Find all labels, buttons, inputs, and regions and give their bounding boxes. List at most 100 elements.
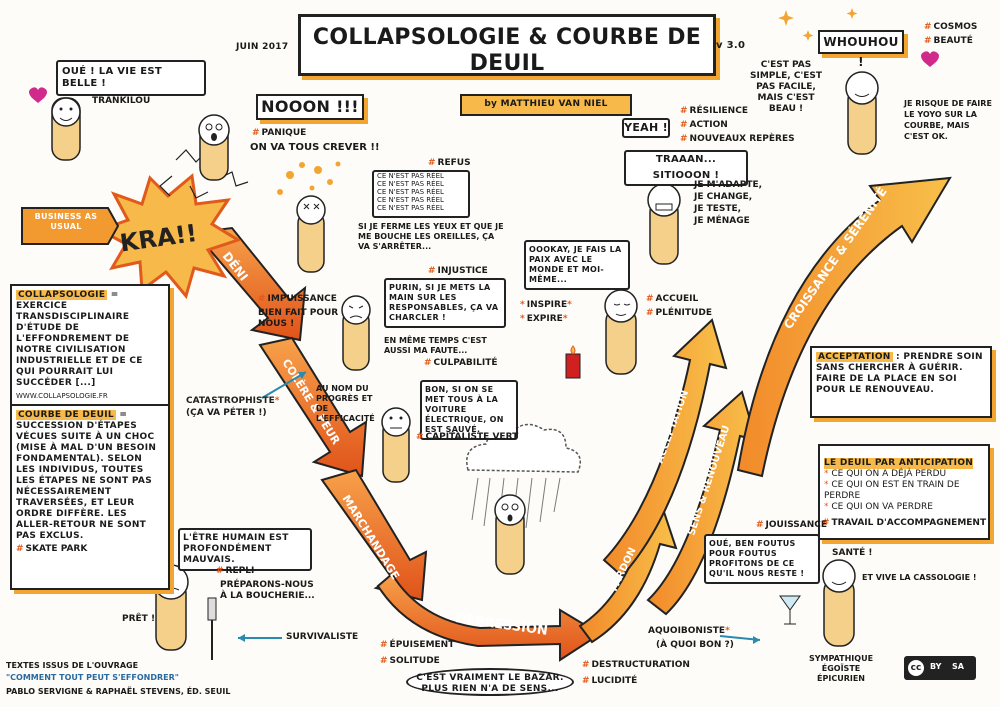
arrow-survivaliste-icon [238, 634, 282, 642]
anticipation-item-3-text: CE QUI ON VA PERDRE [831, 502, 933, 512]
tag-jouissance: #JOUISSANCE [756, 520, 828, 530]
tag-culpabilite-text: CULPABILITÉ [433, 358, 498, 368]
collapsologie-term: COLLAPSOLOGIE [16, 290, 108, 300]
arrow-aquoiboniste-icon [719, 635, 761, 644]
progres-text: AU NOM DU PROGRÈS ET DE L'EFFICACITÉ [316, 384, 375, 423]
anticipation-item-3: * CE QUI ON VA PERDRE [824, 502, 933, 512]
tag-aquoiboniste-text: AQUOIBONISTE [648, 626, 726, 636]
figure-injustice [341, 295, 371, 371]
heart-icon [29, 87, 47, 103]
business-arrow [21, 207, 120, 245]
injustice-line: EN MÊME TEMPS C'EST AUSSI MA FAUTE... [384, 336, 487, 355]
tag-lucidite-text: LUCIDITÉ [591, 676, 638, 686]
tag-accompagnement: #TRAVAIL D'ACCOMPAGNEMENT [822, 518, 987, 528]
figure-yeah [647, 183, 681, 265]
catastrophiste-text: (ÇA VA PÉTER !) [186, 408, 267, 418]
figure-capitaliste [381, 407, 411, 483]
figure-sympathique [822, 559, 856, 647]
adapt-line-3: JE TESTE, [694, 204, 742, 214]
cc-icon: cc [908, 660, 924, 676]
sante-text: SANTÉ ! [832, 548, 873, 558]
tag-cosmos: #COSMOS [924, 22, 978, 32]
refus-line-4: CE N'EST PAS RÉEL [377, 196, 444, 204]
acceptation-text: : PRENDRE SOIN SANS CHERCHER À GUÉRIR. F… [816, 352, 983, 395]
tag-culpabilite: #CULPABILITÉ [424, 358, 498, 368]
tag-solitude-text: SOLITUDE [389, 656, 440, 666]
courbe-text: = SUCCESSION D'ÉTAPES VÉCUES SUITE À UN … [16, 410, 157, 541]
tag-plenitude: #PLÉNITUDE [646, 308, 712, 318]
tag-cosmos-text: COSMOS [933, 22, 978, 32]
tag-panique: #PANIQUE [252, 128, 307, 138]
credits-line-1: TEXTES ISSUS DE L'OUVRAGE [6, 661, 139, 670]
bubble-profitons: OUÉ, BEN FOUTUS POUR FOUTUS PROFITONS DE… [704, 534, 820, 584]
bubble-bazar: C'EST VRAIMENT LE BAZAR. PLUS RIEN N'A D… [406, 668, 574, 696]
credits-line-2: "COMMENT TOUT PEUT S'EFFONDRER" [6, 673, 179, 682]
refus-line-3: CE N'EST PAS RÉEL [377, 188, 444, 196]
cocktail-icon [779, 595, 801, 625]
adapt-line-1: JE M'ADAPTE, [694, 180, 763, 190]
bubble-nooon: NOOON !!! [256, 94, 364, 120]
tag-destructuration: #DESTRUCTURATION [582, 660, 690, 670]
tag-solitude: #SOLITUDE [380, 656, 440, 666]
acceptation-term: ACCEPTATION [816, 352, 893, 362]
arrow-croissance [736, 176, 952, 478]
tag-capitaliste: #CAPITALISTE VERT [416, 432, 519, 442]
anticipation-item-2: * CE QUI ON EST EN TRAIN DE PERDRE [824, 480, 960, 501]
kraa-explosion: KRA!! [96, 173, 242, 300]
anticipation-item-1-text: CE QUI ON A DÉJÀ PERDU [831, 469, 947, 479]
tag-epuisement-text: ÉPUISEMENT [389, 640, 455, 650]
vive-text: ET VIVE LA CASSOLOGIE ! [862, 573, 977, 582]
tag-aquoiboniste: AQUOIBONISTE* [648, 626, 730, 636]
refus-line-5: CE N'EST PAS RÉEL [377, 204, 444, 212]
tag-injustice: #INJUSTICE [428, 266, 488, 276]
collapsologie-box: COLLAPSOLOGIE = EXERCICE TRANSDISCIPLINA… [10, 284, 170, 408]
refus-line-1: CE N'EST PAS RÉEL [377, 172, 444, 180]
whouhou-left: C'EST PAS SIMPLE, C'EST PAS FACILE, MAIS… [750, 60, 822, 114]
tag-action: #ACTION [680, 120, 728, 130]
arrow-acceptation [602, 318, 728, 578]
tag-epuisement: #ÉPUISEMENT [380, 640, 455, 650]
bubble-injustice: PURIN, SI JE METS LA MAIN SUR LES RESPON… [384, 278, 506, 328]
tag-resilience: #RÉSILIENCE [680, 106, 748, 116]
survivaliste-label: SURVIVALISTE [286, 632, 359, 642]
tag-repli-text: REPLI [225, 566, 255, 576]
collapsologie-def-text: COLLAPSOLOGIE = EXERCICE TRANSDISCIPLINA… [16, 290, 164, 389]
courbe-term: COURBE DE DEUIL [16, 410, 116, 420]
tag-resilience-text: RÉSILIENCE [689, 106, 748, 116]
title-text: COLLAPSOLOGIE & COURBE DE DEUIL [312, 25, 702, 76]
adapt-line-4: JE MÉNAGE [694, 216, 750, 226]
tag-lucidite: #LUCIDITÉ [582, 676, 638, 686]
sympathique-label: SYMPATHIQUE ÉGOÏSTE ÉPICURIEN [808, 654, 874, 683]
arrow-catastrophiste-icon [261, 371, 307, 399]
figure-tranquilou [51, 97, 81, 161]
cc-license-badge[interactable]: cc BY SA [904, 656, 976, 680]
tag-plenitude-text: PLÉNITUDE [655, 308, 712, 318]
title-version: v 3.0 [716, 40, 746, 51]
tag-action-text: ACTION [689, 120, 728, 130]
tag-accueil-text: ACCUEIL [655, 294, 699, 304]
aquoiboniste-text: (À QUOI BON ?) [656, 640, 734, 650]
tag-accueil: #ACCUEIL [646, 294, 699, 304]
collapsologie-text: = EXERCICE TRANSDISCIPLINAIRE D'ÉTUDE DE… [16, 290, 143, 388]
arrow-depression [376, 572, 602, 662]
survivaliste-line: PRÉPARONS-NOUS À LA BOUCHERIE... [220, 580, 315, 601]
arrow-deni [198, 226, 307, 342]
tag-destructuration-text: DESTRUCTURATION [591, 660, 690, 670]
anticipation-item-2-text: CE QUI ON EST EN TRAIN DE PERDRE [824, 480, 960, 501]
tag-injustice-text: INJUSTICE [437, 266, 488, 276]
dizzy-icon [277, 161, 341, 195]
tag-expire: *EXPIRE* [520, 314, 568, 324]
tag-expire-text: EXPIRE [526, 314, 563, 324]
business-label: BUSINESS AS USUAL [34, 212, 98, 231]
tranquilou-label: TRANKILOU [92, 96, 151, 106]
bubble-transition: TRAAAN... SITIOOON ! [624, 150, 748, 186]
candle-icon [565, 345, 581, 379]
courbe-deuil-box: COURBE DE DEUIL = SUCCESSION D'ÉTAPES VÉ… [10, 404, 170, 590]
collapsologie-url[interactable]: WWW.COLLAPSOLOGIE.FR [16, 392, 108, 400]
tag-panique-text: PANIQUE [261, 128, 307, 138]
figure-calme [604, 289, 638, 375]
tag-inspire: *INSPIRE* [520, 300, 572, 310]
acceptation-def-text: ACCEPTATION : PRENDRE SOIN SANS CHERCHER… [816, 352, 986, 396]
bubble-yeah: YEAH ! [622, 118, 670, 138]
